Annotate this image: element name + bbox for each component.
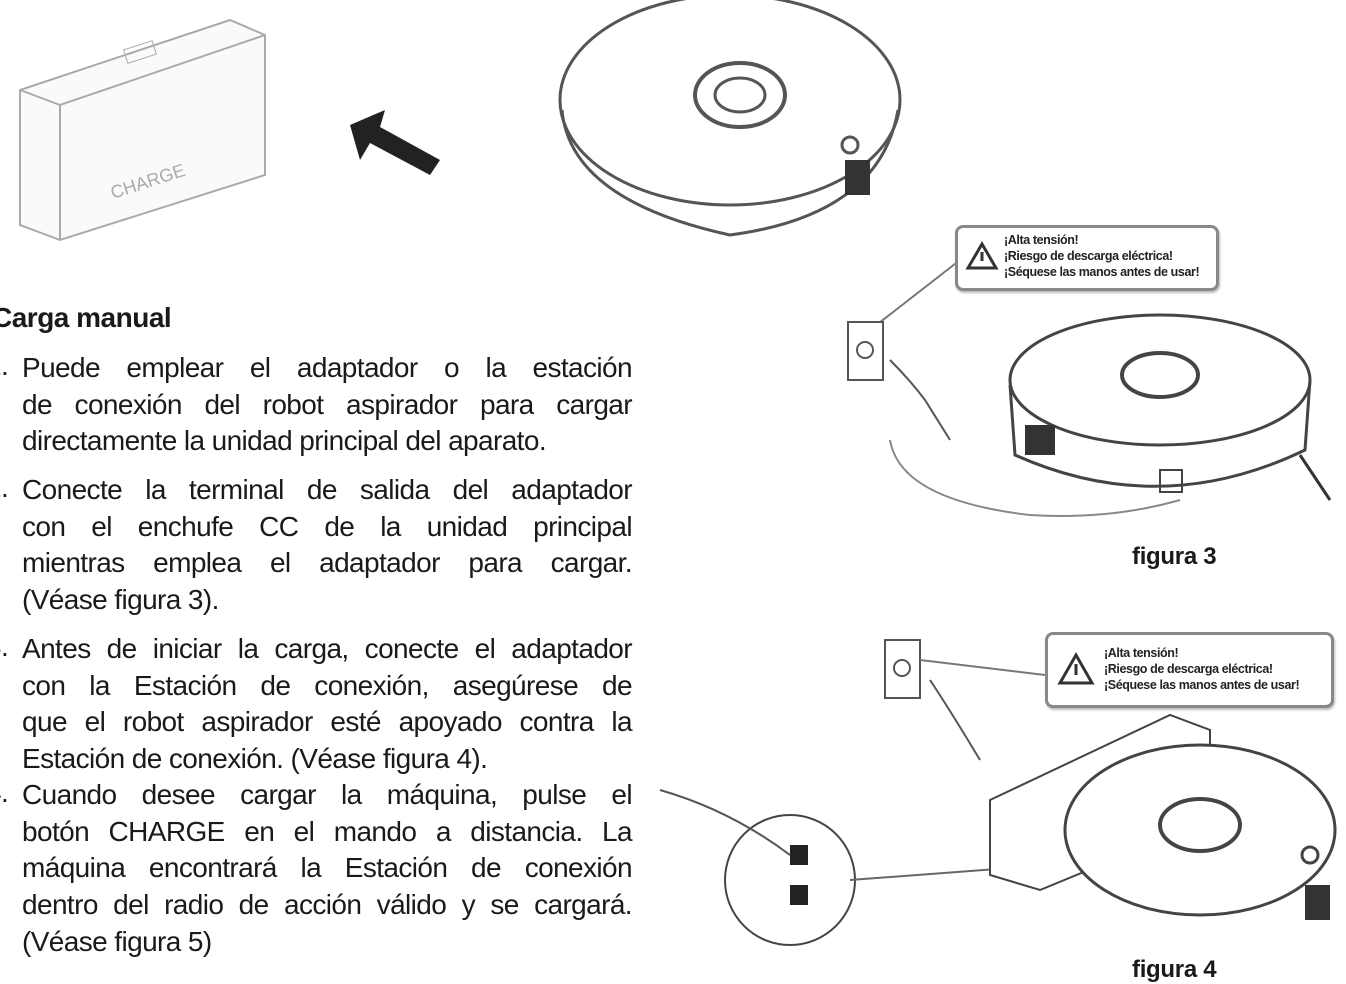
item-line: que el robot aspirador esté apoyado cont… xyxy=(22,706,633,738)
item-number: 3. xyxy=(0,631,9,662)
warning-line: ¡Riesgo de descarga eléctrica! xyxy=(1004,249,1173,263)
warning-line: ¡Riesgo de descarga eléctrica! xyxy=(1104,662,1273,676)
warning-line: ¡Alta tensión! xyxy=(1104,646,1179,660)
item-line: directamente la unidad principal del apa… xyxy=(22,425,547,457)
arrow-icon xyxy=(350,110,440,175)
figure-caption: figura 4 xyxy=(1132,956,1217,983)
warning-line: ¡Alta tensión! xyxy=(1004,233,1079,247)
item-line: (Véase figura 5) xyxy=(22,925,212,957)
list-item: 3. Antes de iniciar la carga, conecte el… xyxy=(0,631,646,778)
item-line: (Véase figura 3). xyxy=(22,584,219,616)
warning-line: ¡Séquese las manos antes de usar! xyxy=(1004,265,1200,279)
item-line: mientras emplea el adaptador para cargar… xyxy=(22,547,633,579)
figure-caption: figura 3 xyxy=(1132,543,1217,570)
item-line: Conecte la terminal de salida del adapta… xyxy=(22,474,633,505)
item-line: dentro del radio de acción válido y se c… xyxy=(22,889,633,921)
item-line: máquina encontrará la Estación de conexi… xyxy=(22,852,633,884)
warning-line: ¡Séquese las manos antes de usar! xyxy=(1104,678,1300,692)
list-item: 4. Cuando desee cargar la máquina, pulse… xyxy=(0,777,646,960)
warning-callout: ¡Alta tensión! ¡Riesgo de descarga eléct… xyxy=(955,225,1219,291)
warning-triangle-icon xyxy=(965,241,999,270)
docking-station-illustration: CHARGE xyxy=(19,18,266,242)
item-line: de conexión del robot aspirador para car… xyxy=(22,388,633,420)
list-item: 2. Conecte la terminal de salida del ada… xyxy=(0,472,646,619)
item-line: con la Estación de conexión, asegúrese d… xyxy=(22,669,633,701)
item-line: Cuando desee cargar la máquina, pulse el xyxy=(22,779,633,810)
item-number: 1. xyxy=(0,350,9,381)
robot-vacuum-top-illustration xyxy=(558,0,902,237)
warning-callout: ¡Alta tensión! ¡Riesgo de descarga eléct… xyxy=(1045,632,1334,708)
item-line: Estación de conexión. (Véase figura 4). xyxy=(22,743,488,775)
item-line: Antes de iniciar la carga, conecte el ad… xyxy=(22,633,633,664)
warning-triangle-icon xyxy=(1057,651,1095,685)
figure-4-illustration xyxy=(659,639,1337,946)
section-heading: Carga manual xyxy=(0,302,172,333)
item-line: Puede emplear el adaptador o la estación xyxy=(22,352,633,383)
item-line: con el enchufe CC de la unidad principal xyxy=(22,510,633,542)
item-line: botón CHARGE en el mando a distancia. La xyxy=(22,815,633,847)
item-number: 2. xyxy=(0,472,9,503)
figure-3-illustration xyxy=(847,259,1332,517)
item-number: 4. xyxy=(0,777,9,808)
list-item: 1. Puede emplear el adaptador o la estac… xyxy=(0,350,646,460)
